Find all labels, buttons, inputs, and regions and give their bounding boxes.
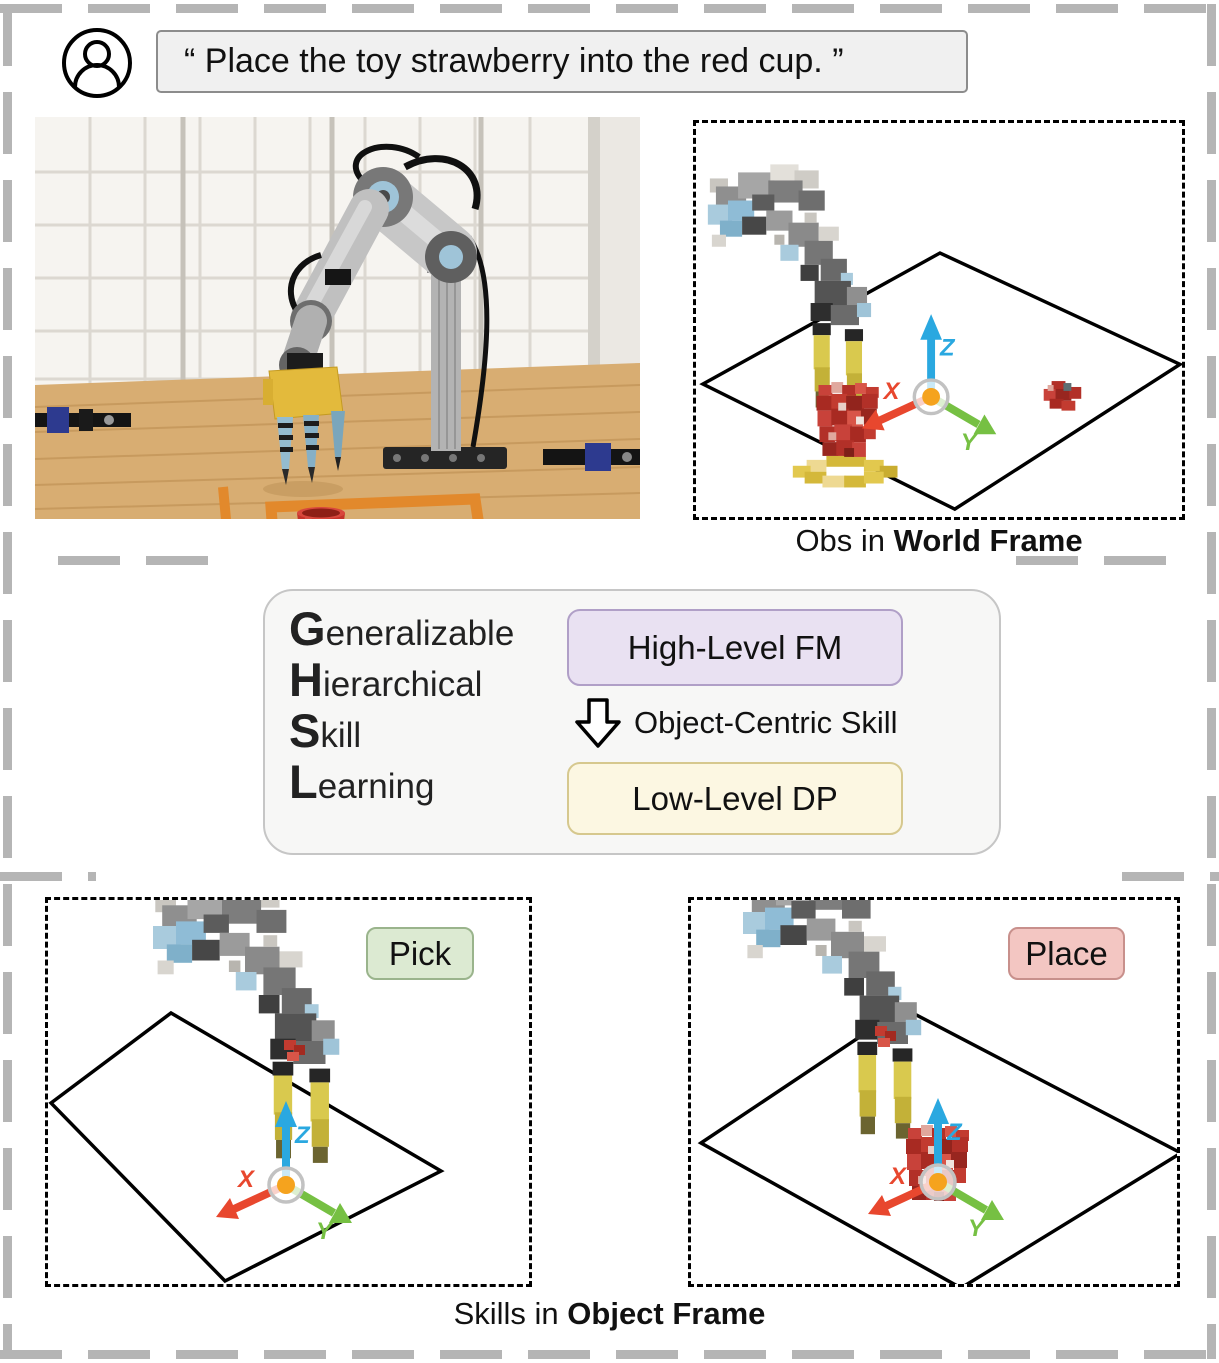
- table-plane-outline: [699, 251, 1182, 512]
- pipeline-arrow-row: Object-Centric Skill: [575, 695, 898, 751]
- place-skill-box: Place: [688, 897, 1180, 1287]
- right-rail: [543, 443, 640, 471]
- instruction-bubble: “ Place the toy strawberry into the red …: [156, 30, 968, 93]
- orange-tape: [218, 486, 484, 519]
- frame-dash-right: [1207, 4, 1216, 1359]
- high-level-fm-box: High-Level FM: [567, 609, 903, 686]
- world-frame-box: [693, 120, 1185, 520]
- frame-dash-lower-left: [0, 872, 96, 881]
- pick-skill-box: Pick: [45, 897, 532, 1287]
- gripper: [263, 353, 345, 485]
- robot-arm: [263, 143, 507, 497]
- arrow-label: Object-Centric Skill: [634, 705, 898, 740]
- low-level-dp-box: Low-Level DP: [567, 762, 903, 835]
- frame-dash-top: [0, 4, 1219, 13]
- left-rail: [35, 407, 131, 433]
- place-label: Place: [1008, 927, 1125, 980]
- world-frame-caption: Obs in World Frame: [795, 523, 1083, 558]
- ghsl-acronym: Generalizable Hierarchical Skill Learnin…: [289, 602, 515, 808]
- object-frame-caption: Skills in Object Frame: [453, 1296, 766, 1331]
- down-arrow-icon: [575, 698, 621, 748]
- method-overview-box: Generalizable Hierarchical Skill Learnin…: [263, 589, 1001, 855]
- robot-scene-photo: [35, 117, 640, 519]
- pick-label: Pick: [366, 927, 474, 980]
- frame-dash-mid-right: [1016, 556, 1168, 565]
- frame-dash-mid-left: [58, 556, 208, 565]
- frame-dash-left: [3, 4, 12, 1359]
- table-plane-outline: [48, 1010, 445, 1284]
- instruction-text: “ Place the toy strawberry into the red …: [184, 42, 844, 80]
- frame-dash-bottom: [0, 1350, 1219, 1359]
- table-plane-outline: [697, 1005, 1177, 1284]
- plate-and-cup: [297, 507, 345, 519]
- frame-dash-lower-right: [1122, 872, 1219, 881]
- user-icon: [60, 26, 134, 105]
